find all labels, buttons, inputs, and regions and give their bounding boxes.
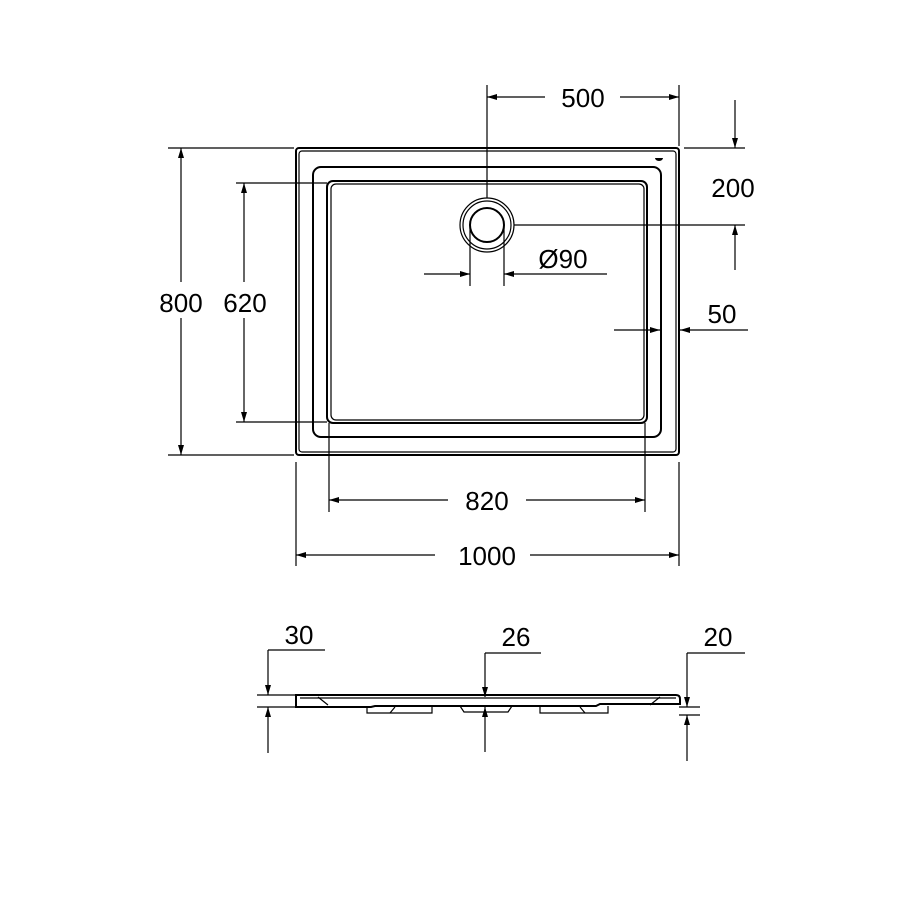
dim-800: 800 [159,147,294,456]
dim-820: 820 [328,423,646,516]
dim-200: 200 [514,100,755,270]
dim-500: 500 [486,83,680,198]
dim-drain-diameter: Ø90 [424,225,607,286]
dim-label: 800 [159,288,202,318]
dim-label: 1000 [458,541,516,571]
dim-label: 20 [704,622,733,652]
dim-label: 500 [561,83,604,113]
dim-20: 20 [679,622,745,761]
dim-620: 620 [223,182,327,423]
dim-label: 200 [711,173,754,203]
logo-mark [655,158,663,161]
dim-label: 50 [708,299,737,329]
tray-side-view [295,694,681,714]
dim-label: 620 [223,288,266,318]
dim-label: 30 [285,620,314,650]
dim-label: 820 [465,486,508,516]
dim-1000: 1000 [295,462,680,571]
dim-30: 30 [257,620,325,753]
drain-icon [459,197,515,253]
dim-26: 26 [482,622,541,752]
dim-label: Ø90 [538,244,587,274]
dim-label: 26 [502,622,531,652]
dim-50: 50 [614,299,748,333]
